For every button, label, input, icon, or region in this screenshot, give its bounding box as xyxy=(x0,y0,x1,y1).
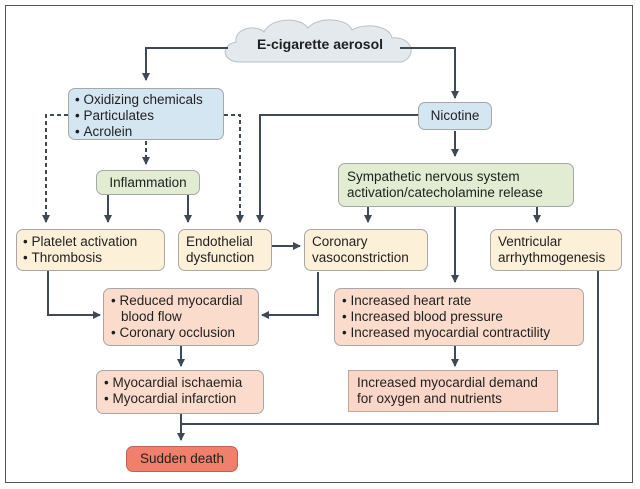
arrow-platelet-reduced xyxy=(47,271,101,319)
arrow-coronary-reduced xyxy=(261,272,319,319)
inflammation-label: Inflammation xyxy=(109,175,187,190)
demand-box: Increased myocardial demand for oxygen a… xyxy=(348,370,558,412)
ventricular-line: arrhythmogenesis xyxy=(498,250,606,265)
arrow-nicotine-endothelial xyxy=(256,114,418,223)
reduced-item: Coronary occlusion xyxy=(111,325,251,341)
demand-line: Increased myocardial demand xyxy=(357,375,538,390)
oxidizing-item: Oxidizing chemicals xyxy=(75,92,217,108)
increased-box: Increased heart rate Increased blood pre… xyxy=(334,288,584,346)
sympathetic-box: Sympathetic nervous system activation/ca… xyxy=(338,163,574,207)
coronary-line: vasoconstriction xyxy=(312,250,409,265)
inflammation-box: Inflammation xyxy=(96,170,200,195)
oxidizing-item: Acrolein xyxy=(75,124,217,140)
increased-item: Increased myocardial contractility xyxy=(342,325,576,341)
increased-item: Increased blood pressure xyxy=(342,309,576,325)
sudden-death-label: Sudden death xyxy=(139,451,225,466)
nicotine-label: Nicotine xyxy=(430,108,480,123)
platelet-item: Thrombosis xyxy=(23,250,158,266)
demand-line: for oxygen and nutrients xyxy=(357,391,502,406)
ischaemia-item: Myocardial infarction xyxy=(104,391,256,407)
arrow-oxidizing-platelet xyxy=(42,114,68,223)
reduced-item: Reduced myocardial xyxy=(111,293,251,309)
arrow-ventricular-death xyxy=(181,271,599,425)
coronary-line: Coronary xyxy=(312,234,368,249)
reduced-flow-box: Reduced myocardial blood flow Coronary o… xyxy=(103,288,259,346)
sympathetic-line: activation/catecholamine release xyxy=(347,185,543,200)
arrow-aerosol-nicotine xyxy=(400,47,459,99)
arrow-oxidizing-endothelial xyxy=(224,114,244,223)
reduced-item: blood flow xyxy=(121,309,182,324)
platelet-item: Platelet activation xyxy=(23,234,158,250)
platelet-box: Platelet activation Thrombosis xyxy=(16,229,165,271)
sympathetic-line: Sympathetic nervous system xyxy=(347,169,520,184)
nicotine-box: Nicotine xyxy=(418,102,492,130)
increased-item: Increased heart rate xyxy=(342,293,576,309)
oxidizing-box: Oxidizing chemicals Particulates Acrolei… xyxy=(68,88,224,140)
cloud-icon xyxy=(224,19,412,63)
endothelial-line: dysfunction xyxy=(186,250,255,265)
endothelial-line: Endothelial xyxy=(186,234,253,249)
sudden-death-box: Sudden death xyxy=(126,446,238,472)
endothelial-box: Endothelial dysfunction xyxy=(178,229,272,271)
arrow-aerosol-oxidizing xyxy=(142,47,228,81)
coronary-box: Coronary vasoconstriction xyxy=(304,229,428,271)
oxidizing-item: Particulates xyxy=(75,108,217,124)
ischaemia-box: Myocardial ischaemia Myocardial infarcti… xyxy=(96,370,264,414)
ventricular-line: Ventricular xyxy=(498,234,562,249)
ischaemia-item: Myocardial ischaemia xyxy=(104,375,256,391)
ventricular-box: Ventricular arrhythmogenesis xyxy=(490,229,622,271)
aerosol-label: E-cigarette aerosol xyxy=(256,36,384,52)
